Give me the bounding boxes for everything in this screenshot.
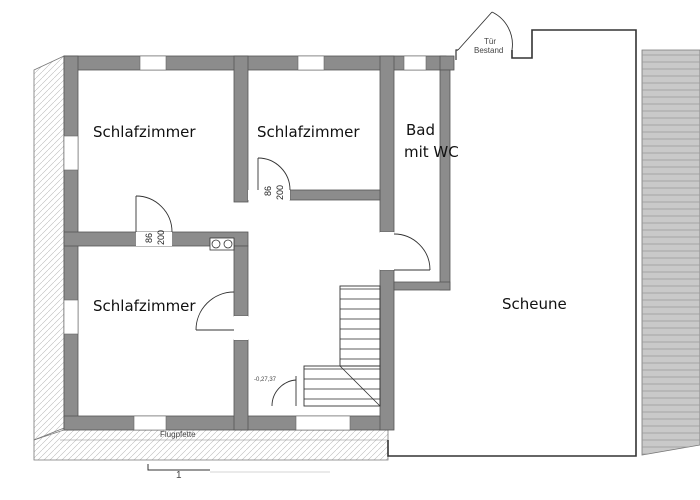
section-line [147,464,330,473]
level-mark: -0,27,37 [254,377,277,383]
staircase [303,285,381,407]
room-label-bath-line2: mit WC [404,143,459,161]
stove-symbol [209,237,235,251]
barn-outline [387,29,637,457]
eaves-purlin-strip [33,427,389,461]
room-label-bedroom-bottom-left: Schlafzimmer [93,297,196,315]
room-label-bedroom-top-middle: Schlafzimmer [257,123,360,141]
existing-door-label-line1: Tür [484,37,496,46]
door-b-height-label: 200 [275,185,285,200]
section-marker-label: 1 [176,470,182,481]
door-openings [136,190,394,340]
existing-door-label-line2: Bestand [474,46,503,55]
room-label-barn: Scheune [502,295,567,313]
left-eaves [33,55,65,441]
house-walls [63,55,455,431]
door-a-width-label: 86 [144,233,154,243]
door-b-width-label: 86 [263,186,273,196]
windows [63,55,427,431]
eaves-purlin-label: Flugpfette [160,430,196,439]
room-label-bath-line1: Bad [406,121,435,139]
right-roof [641,49,700,456]
door-a-height-label: 200 [156,230,166,245]
door-swings [135,11,513,407]
room-label-bedroom-top-left: Schlafzimmer [93,123,196,141]
